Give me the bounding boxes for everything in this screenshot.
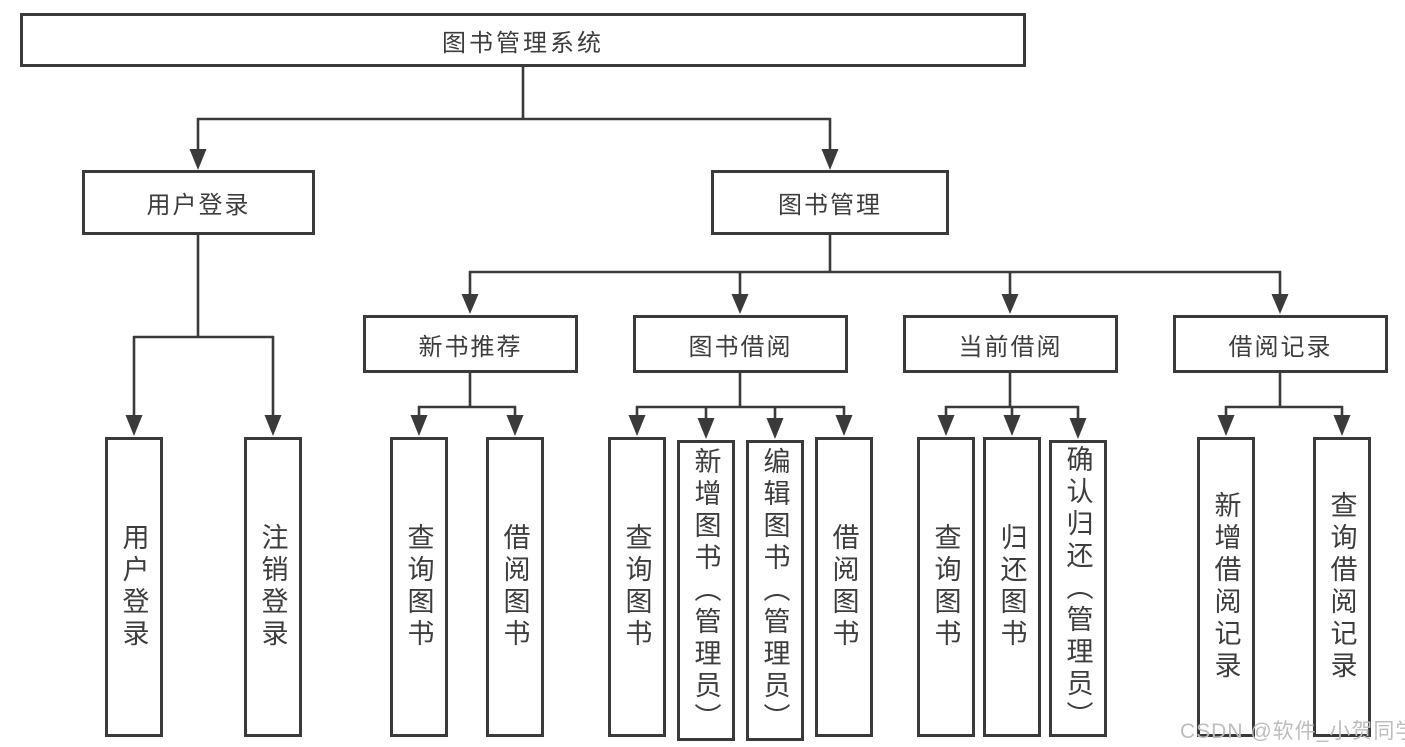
leaf-current-query-books: 查询图书 — [917, 437, 975, 737]
leaf-borrow-query-books: 查询图书 — [608, 437, 666, 737]
leaf-records-query-record: 查询借阅记录 — [1313, 437, 1371, 737]
leaf-newbook-query-books: 查询图书 — [390, 437, 448, 737]
node-new-book-recommendation: 新书推荐 — [363, 315, 578, 373]
connector-bookmanagement-to-level3 — [461, 234, 1289, 314]
leaf-user-login: 用户登录 — [105, 437, 163, 737]
leaf-current-return-books: 归还图书 — [983, 437, 1041, 737]
node-book-management: 图书管理 — [711, 170, 949, 235]
leaf-borrow-borrow-books: 借阅图书 — [815, 437, 873, 737]
leaf-records-add-record: 新增借阅记录 — [1197, 437, 1255, 737]
node-book-borrowing: 图书借阅 — [633, 315, 848, 373]
connector-records-to-leaves — [1217, 372, 1351, 436]
leaf-logout: 注销登录 — [244, 437, 302, 737]
leaf-borrow-add-books-admin: 新增图书（管理员） — [677, 440, 735, 741]
leaf-newbook-borrow-books: 借阅图书 — [486, 437, 544, 737]
csdn-watermark: CSDN @软件_小贺同学 — [1180, 720, 1405, 743]
connector-userlogin-to-leaves — [125, 234, 282, 436]
connector-root-to-level2 — [189, 66, 839, 170]
connector-currentborrow-to-leaves — [937, 372, 1087, 439]
node-user-login: 用户登录 — [82, 170, 315, 235]
node-root-system: 图书管理系统 — [20, 13, 1026, 67]
connector-newbook-to-leaves — [410, 372, 524, 436]
leaf-borrow-edit-books-admin: 编辑图书（管理员） — [746, 440, 804, 741]
node-current-borrowing: 当前借阅 — [903, 315, 1118, 373]
connector-bookborrow-to-leaves — [628, 372, 853, 439]
node-borrowing-records: 借阅记录 — [1173, 315, 1388, 373]
leaf-current-confirm-return-admin: 确认归还（管理员） — [1049, 440, 1107, 737]
